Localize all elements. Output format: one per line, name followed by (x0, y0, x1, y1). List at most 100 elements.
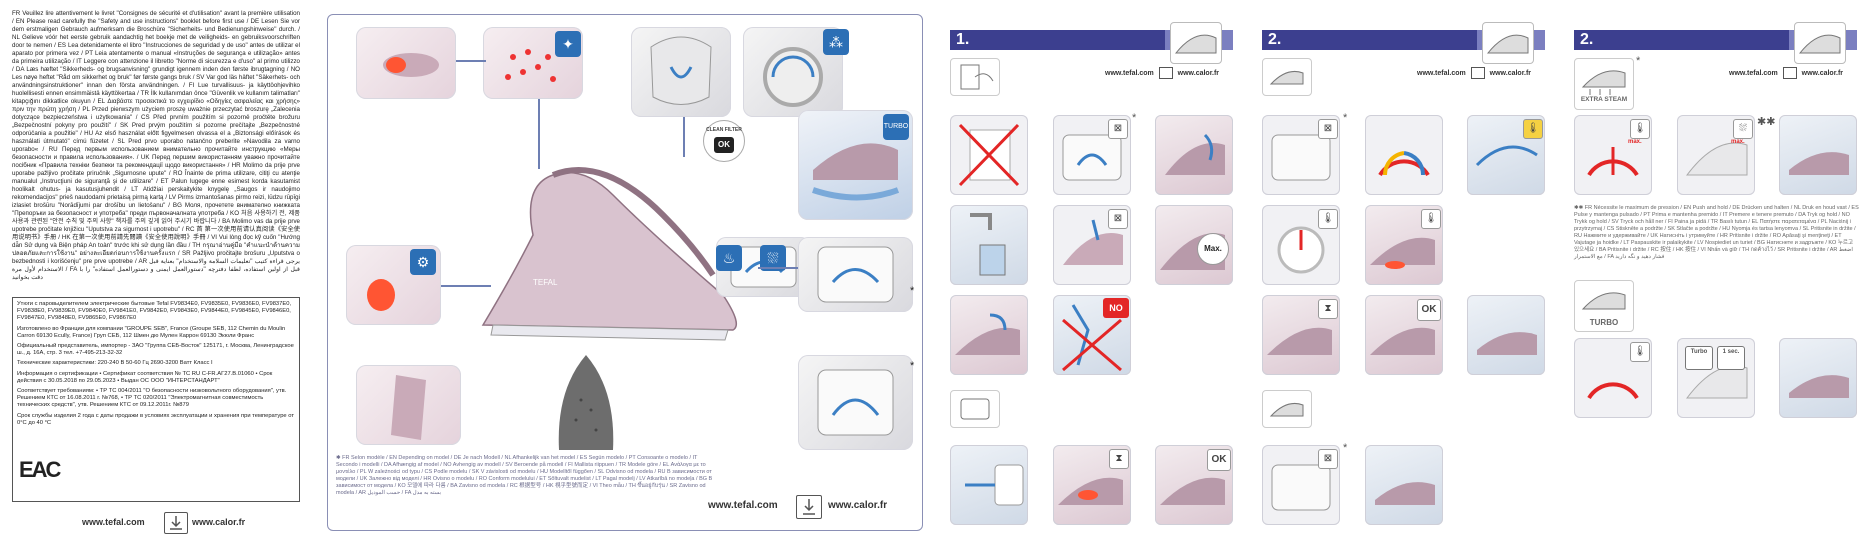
step-cell-close-tank (950, 295, 1028, 375)
russian-certification-box: Утюги с паровыделителем электрические бы… (12, 297, 300, 502)
turbo-button-label: Turbo (1685, 346, 1713, 370)
step-2-header: 2. (1574, 30, 1789, 50)
extra-steam-thumbnail: EXTRA STEAM (1574, 58, 1634, 110)
download-icon (1782, 67, 1797, 79)
calor-url-link[interactable]: www.calor.fr (1801, 69, 1844, 77)
step-number: 2. (1268, 31, 1282, 48)
ru-paragraph: Срок службы изделия 2 года с даты продаж… (17, 412, 295, 426)
model-asterisk: * (910, 360, 915, 372)
clean-filter-button[interactable]: CLEAN FILTER OK (703, 120, 745, 162)
tefal-url-link[interactable]: www.tefal.com (708, 500, 778, 511)
model-asterisk: * (910, 285, 915, 297)
step-cell-max-temp: 🌡 max. (1574, 115, 1652, 195)
leader-line (758, 267, 798, 269)
step-cell-steam-on: 🌡 (1365, 205, 1443, 285)
eac-certification-mark: EAC (19, 457, 61, 482)
step-cell-steam-max: ⛆ max. (1677, 115, 1755, 195)
soleplate-illustration (551, 350, 621, 460)
tile-calc-collector (798, 237, 913, 312)
steam-spray-badge-icon: ⁂ (823, 29, 849, 55)
leader-line (683, 117, 685, 157)
step-cell-extra-steam-use (1779, 115, 1857, 195)
model-asterisk: * (1343, 442, 1348, 454)
ru-paragraph: Изготовлено во Франции для компании "GRO… (17, 325, 286, 339)
anti-calc-badge-icon: ✦ (555, 31, 581, 57)
tile-turbo-steam: TURBO (798, 110, 913, 220)
tefal-url-link[interactable]: www.tefal.com (1417, 69, 1466, 77)
no-steam-icon: ⊠ (1318, 449, 1338, 469)
step-2-panel: 2. www.tefal.com www.calor.fr ⊠ * 🌡 🌡 🌡 … (1262, 22, 1552, 535)
step-cell-ok-light: OK (1365, 295, 1443, 375)
calor-url-link[interactable]: www.calor.fr (1489, 69, 1532, 77)
model-asterisk: * (1343, 112, 1348, 124)
step-cell-turbo-ironing (1779, 338, 1857, 418)
step-cell-turbo-temp: 🌡 (1574, 338, 1652, 418)
calor-url-link[interactable]: www.calor.fr (192, 517, 246, 527)
hourglass-icon: ⧗ (1109, 449, 1129, 469)
auto-off-badge-icon: ⚙ (410, 249, 436, 275)
iron-thumbnail-icon (1482, 22, 1534, 64)
ru-paragraph: Утюги с паровыделителем электрические бы… (17, 301, 292, 322)
temperature-icon: 🌡 (1630, 342, 1650, 362)
step-cell-plug-in (950, 445, 1028, 525)
download-icon (1470, 67, 1485, 79)
turbo-thumbnail: TURBO (1574, 280, 1634, 332)
step-cell-tank-open: ⊠ (1053, 115, 1131, 195)
tile-filter-removal (798, 355, 913, 450)
main-footer-urls: www.tefal.com www.calor.fr (708, 495, 908, 519)
tefal-url-link[interactable]: www.tefal.com (1729, 69, 1778, 77)
tefal-url-link[interactable]: www.tefal.com (82, 517, 145, 527)
step-cell-wait: ⧗ (1262, 295, 1340, 375)
model-asterisk: * (1132, 112, 1137, 124)
turbo-badge-icon: TURBO (883, 114, 909, 140)
step-cell-ironing (1467, 295, 1545, 375)
turbo-label: TURBO (1589, 318, 1619, 327)
steam-icon: ⛆ (1733, 119, 1753, 139)
leader-line (538, 99, 540, 169)
step-number: 2. (1580, 31, 1594, 48)
calor-url-link[interactable]: www.calor.fr (828, 500, 888, 511)
step-number: 1. (956, 31, 970, 48)
drip-stop-badge-icon: ⛆ (760, 245, 786, 271)
step-cell-dry-ironing (1365, 445, 1443, 525)
step-1-panel: 1. www.tefal.com www.calor.fr ⊠ * ⊠ Max.… (950, 22, 1240, 535)
model-asterisk: * (1636, 55, 1641, 67)
tile-water-tank (631, 27, 731, 117)
steam-iron-illustration: TEFAL (463, 125, 753, 355)
temperature-icon: 🌡 (1421, 209, 1441, 229)
dry-ironing-thumbnail-icon (1262, 390, 1312, 428)
ironing-thumbnail-icon (1262, 58, 1312, 96)
max-label: max. (1731, 139, 1745, 145)
step-cell-fill-angle (1155, 115, 1233, 195)
calor-url-link[interactable]: www.calor.fr (1177, 69, 1220, 77)
temperature-icon: 🌡 (1318, 209, 1338, 229)
step-2-extra-steam-panel: 2. www.tefal.com www.calor.fr EXTRA STEA… (1574, 22, 1864, 535)
iron-thumbnail-icon (1170, 22, 1222, 64)
tile-vertical-steam (356, 365, 461, 445)
tefal-url-link[interactable]: www.tefal.com (1105, 69, 1154, 77)
step-cell-ready: OK (1155, 445, 1233, 525)
safety-instructions-text: FR Veuillez lire attentivement le livret… (12, 10, 300, 281)
step-url-links: www.tefal.com www.calor.fr (1105, 67, 1219, 79)
ru-paragraph: Официальный представитель, импортер - ЗА… (17, 343, 294, 357)
hourglass-icon: ⧗ (1318, 299, 1338, 319)
left-footer-urls: www.tefal.com www.calor.fr (82, 512, 292, 534)
ok-badge: OK (1417, 299, 1441, 321)
ru-paragraph: Соответствует требованиям: • ТР ТС 004/2… (17, 388, 287, 409)
document-icon (950, 58, 1000, 96)
step-2-header: 2. (1262, 30, 1477, 50)
plug-thumbnail-icon (950, 390, 1000, 428)
temperature-icon: 🌡 (1523, 119, 1543, 139)
one-second-label: 1 sec. (1717, 346, 1745, 370)
clean-filter-label: CLEAN FILTER (706, 127, 742, 133)
step-cell-no-water (950, 115, 1028, 195)
tile-soleplate-light (356, 27, 456, 99)
download-icon (796, 495, 822, 519)
step-cell-turbo-button: Turbo 1 sec. (1677, 338, 1755, 418)
leader-line (456, 60, 486, 62)
ru-paragraph: Технические характеристики: 220-240 В 50… (17, 360, 213, 367)
leader-line (441, 285, 491, 287)
tile-heel-rest-light: ⚙ (346, 245, 441, 325)
max-level-badge: Max. (1197, 233, 1229, 265)
download-icon (164, 512, 188, 534)
